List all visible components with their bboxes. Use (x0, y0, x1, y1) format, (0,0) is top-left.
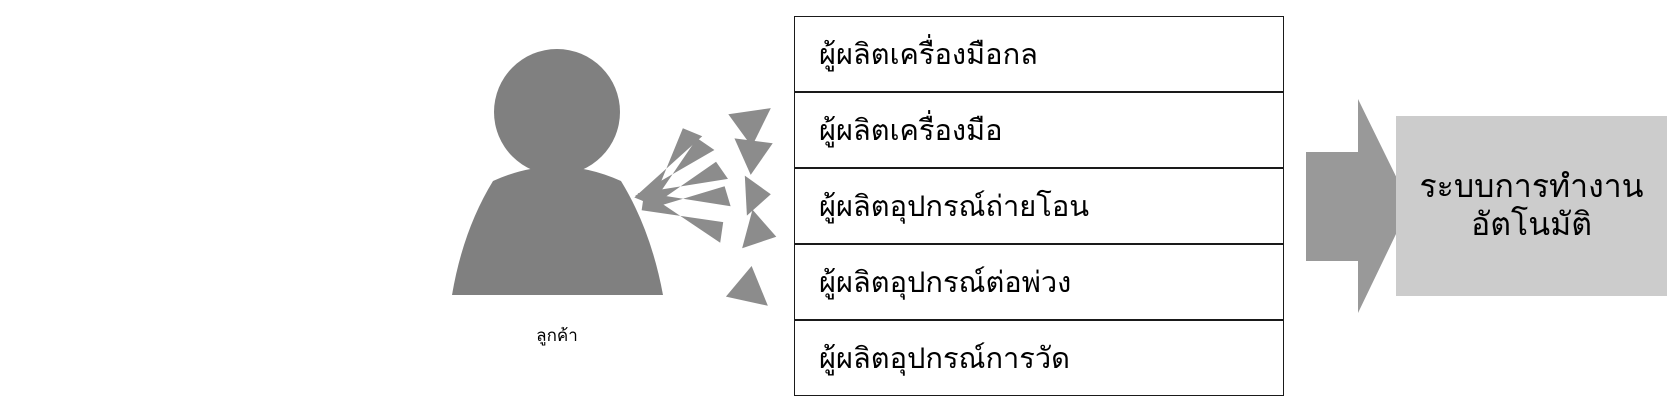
maker-label: ผู้ผลิตเครื่องมือกล (819, 37, 1038, 71)
maker-box-transfer-equipment: ผู้ผลิตอุปกรณ์ถ่ายโอน (794, 168, 1284, 244)
maker-label: ผู้ผลิตอุปกรณ์การวัด (819, 341, 1070, 375)
big-arrow (1306, 99, 1410, 313)
system-title-line1: ระบบการทำงาน (1419, 167, 1644, 206)
maker-label: ผู้ผลิตอุปกรณ์ต่อพ่วง (819, 265, 1072, 299)
maker-label: ผู้ผลิตอุปกรณ์ถ่ายโอน (819, 189, 1090, 223)
arrow-to-maker-4 (640, 186, 777, 249)
customer-label: ลูกค้า (536, 326, 578, 346)
automation-system-box: ระบบการทำงาน อัตโนมัติ (1396, 116, 1667, 296)
maker-box-machine-tools: ผู้ผลิตเครื่องมือกล (794, 16, 1284, 92)
maker-box-measuring-equipment: ผู้ผลิตอุปกรณ์การวัด (794, 320, 1284, 396)
maker-label: ผู้ผลิตเครื่องมือ (819, 113, 1003, 147)
system-title-line2: อัตโนมัติ (1471, 205, 1592, 243)
person-icon (452, 49, 663, 295)
arrow-to-maker-5 (641, 191, 768, 306)
maker-box-tools: ผู้ผลิตเครื่องมือ (794, 92, 1284, 168)
maker-box-peripheral-equipment: ผู้ผลิตอุปกรณ์ต่อพ่วง (794, 244, 1284, 320)
fan-arrows (634, 108, 777, 306)
arrow-to-maker-2 (635, 138, 773, 207)
arrow-to-maker-1 (634, 108, 771, 205)
